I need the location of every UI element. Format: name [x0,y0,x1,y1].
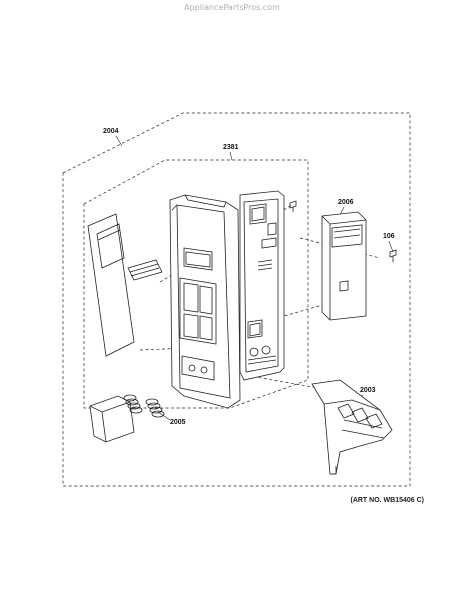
callout-2004: 2004 [103,128,119,135]
art-number: (ART NO. WB15406 C) [350,497,424,504]
door-push-button [89,395,135,443]
control-board [239,190,285,381]
latch-lever-2003 [311,379,393,475]
membrane-touch-panel [87,213,163,357]
screw-board [289,200,297,212]
callout-2006: 2006 [338,199,354,206]
callout-106: 106 [383,233,395,240]
callout-2381: 2381 [223,144,239,151]
screw-106 [389,249,397,262]
bracket-2006 [321,211,367,321]
control-panel-frame [169,194,241,409]
assembly-2004-outline [62,112,411,487]
watermark-text: AppliancePartsPros.com [184,3,280,12]
assembly-2381-outline [83,159,309,409]
callout-2003: 2003 [360,387,376,394]
springs-2005 [123,394,165,418]
callout-2005: 2005 [170,419,186,426]
